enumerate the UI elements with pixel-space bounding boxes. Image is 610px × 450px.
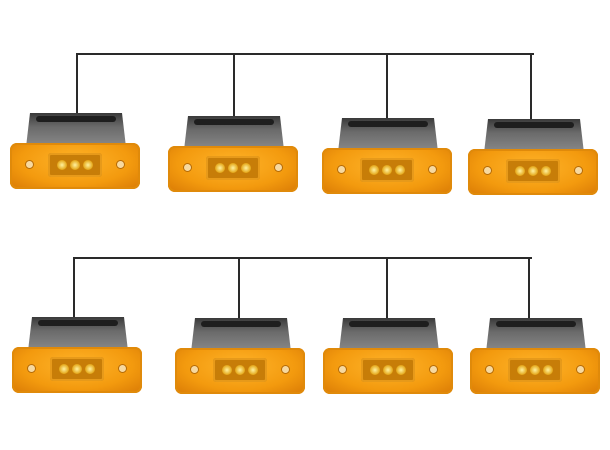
lamp-housing <box>191 318 291 352</box>
screw-icon <box>119 365 126 372</box>
led-icon <box>222 365 232 375</box>
wire-drop <box>238 257 240 322</box>
amber-lens <box>168 146 298 192</box>
led-window <box>360 158 414 182</box>
led-icon <box>248 365 258 375</box>
marker-lamp <box>168 116 298 194</box>
screw-icon <box>338 166 345 173</box>
marker-lamp <box>323 318 453 396</box>
led-icon <box>235 365 245 375</box>
screw-icon <box>575 167 582 174</box>
led-icon <box>83 160 93 170</box>
led-icon <box>395 165 405 175</box>
screw-icon <box>282 366 289 373</box>
led-window <box>506 159 560 183</box>
led-icon <box>369 165 379 175</box>
screw-icon <box>117 161 124 168</box>
led-icon <box>85 364 95 374</box>
led-icon <box>215 163 225 173</box>
led-window <box>361 358 415 382</box>
lamp-housing <box>338 118 438 152</box>
led-icon <box>382 165 392 175</box>
led-window <box>508 358 562 382</box>
led-icon <box>228 163 238 173</box>
led-icon <box>530 365 540 375</box>
led-window <box>50 357 104 381</box>
screw-icon <box>184 164 191 171</box>
led-icon <box>396 365 406 375</box>
screw-icon <box>191 366 198 373</box>
amber-lens <box>323 348 453 394</box>
screw-icon <box>26 161 33 168</box>
led-window <box>48 153 102 177</box>
led-icon <box>72 364 82 374</box>
lamp-housing <box>486 318 586 352</box>
led-icon <box>515 166 525 176</box>
led-icon <box>70 160 80 170</box>
marker-lamp <box>470 318 600 396</box>
lamp-housing <box>26 113 126 147</box>
marker-lamp <box>468 119 598 197</box>
amber-lens <box>470 348 600 394</box>
wire-drop <box>73 257 75 321</box>
led-window <box>206 156 260 180</box>
led-icon <box>57 160 67 170</box>
amber-lens <box>12 347 142 393</box>
wire-drop <box>233 53 235 120</box>
screw-icon <box>339 366 346 373</box>
wire-drop <box>386 53 388 122</box>
marker-lamp <box>12 317 142 395</box>
screw-icon <box>275 164 282 171</box>
led-icon <box>370 365 380 375</box>
marker-lamp <box>175 318 305 396</box>
screw-icon <box>429 166 436 173</box>
led-icon <box>543 365 553 375</box>
led-icon <box>517 365 527 375</box>
wire-bus <box>76 53 534 55</box>
marker-lamp <box>10 113 140 191</box>
wire-drop <box>76 53 78 117</box>
marker-lamp <box>322 118 452 196</box>
lamp-housing <box>339 318 439 352</box>
led-icon <box>241 163 251 173</box>
wire-drop <box>386 257 388 322</box>
screw-icon <box>28 365 35 372</box>
lamp-housing <box>484 119 584 153</box>
screw-icon <box>430 366 437 373</box>
wire-drop <box>530 53 532 123</box>
screw-icon <box>484 167 491 174</box>
wire-drop <box>528 257 530 322</box>
amber-lens <box>322 148 452 194</box>
lamp-housing <box>28 317 128 351</box>
screw-icon <box>577 366 584 373</box>
led-icon <box>528 166 538 176</box>
amber-lens <box>10 143 140 189</box>
screw-icon <box>486 366 493 373</box>
led-icon <box>59 364 69 374</box>
led-icon <box>383 365 393 375</box>
amber-lens <box>468 149 598 195</box>
amber-lens <box>175 348 305 394</box>
lamp-housing <box>184 116 284 150</box>
led-icon <box>541 166 551 176</box>
led-window <box>213 358 267 382</box>
wire-bus <box>73 257 532 259</box>
